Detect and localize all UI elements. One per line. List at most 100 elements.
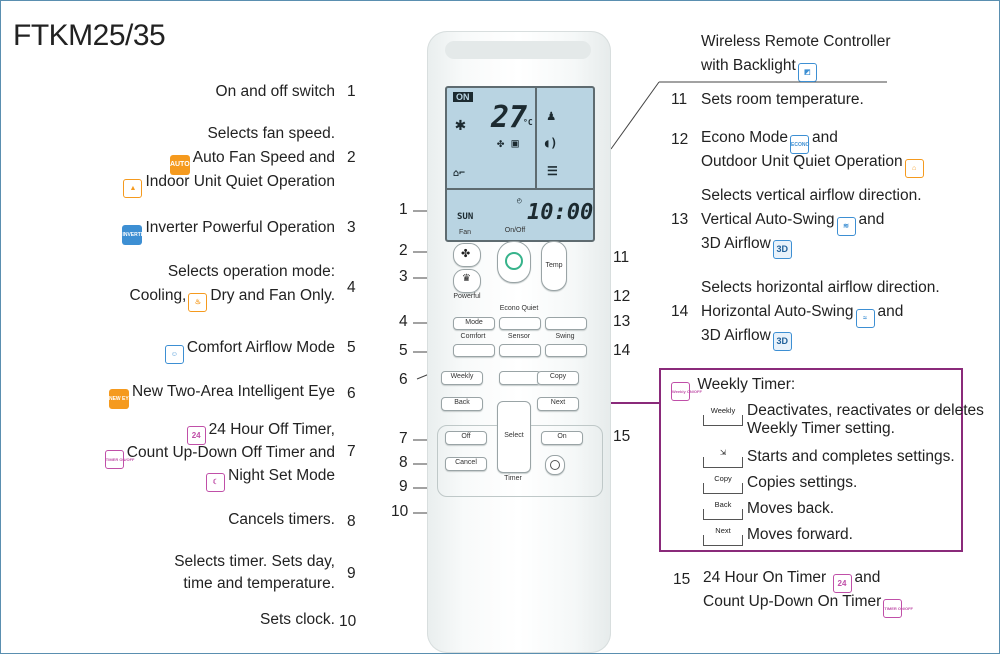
callout-2: 2 (399, 242, 408, 259)
cancel-button[interactable]: Cancel (445, 457, 487, 471)
vertical-swing-button[interactable] (545, 317, 587, 330)
weekly-timer-panel: Weekly ON/OFF Weekly Timer: Weekly Deact… (659, 368, 984, 552)
24h-on-icon: 24 (832, 574, 852, 593)
num-11: 11 (671, 91, 688, 108)
on-timer-button[interactable]: On (541, 431, 583, 445)
temp-rocker[interactable]: Temp (541, 241, 567, 291)
num-7: 7 (347, 443, 356, 460)
label-7c: ☾Night Set Mode (204, 465, 335, 492)
econo-icon: ECONO (790, 135, 809, 154)
fan-button[interactable]: ✤ (453, 243, 481, 267)
quiet-tree-icon: ▲ (123, 179, 143, 198)
label-10: Sets clock. (260, 611, 335, 628)
model-title: FTKM25/35 (13, 19, 166, 52)
num-13: 13 (671, 211, 689, 228)
clock-icon (550, 460, 560, 470)
next-button[interactable]: Next (537, 397, 579, 411)
label-11: Sets room temperature. (701, 91, 864, 108)
timer-on-icon: TIMER ON/OFF (883, 599, 913, 618)
program-button[interactable] (499, 371, 541, 385)
remote-controller: ON ✱ 27 °C ✤ ▣ ⌂⌐ ♟ ◖) ☰ SUN ◴ 10:00 Fan… (427, 31, 611, 653)
callout-6: 6 (399, 371, 408, 388)
weekly-row-3-text: Copies settings. (747, 474, 858, 491)
num-14: 14 (671, 303, 689, 320)
lcd-light-icon: ☰ (547, 164, 558, 178)
num-8: 8 (347, 513, 356, 530)
label-6: NEW EYENew Two-Area Intelligent Eye (107, 381, 335, 409)
lcd-cool-icon: ✱ (455, 114, 466, 135)
num-12: 12 (671, 131, 689, 148)
back-button[interactable]: Back (441, 397, 483, 411)
copy-button[interactable]: Copy (537, 371, 579, 385)
lcd-eye-icon: ♟ (547, 108, 556, 124)
remote-top-cap (445, 41, 591, 59)
temp-label: Temp (545, 262, 563, 269)
lcd-time: 10:00 (527, 200, 594, 225)
label-9a: Selects timer. Sets day, (174, 553, 335, 570)
powerful-button[interactable]: ♛ (453, 269, 481, 293)
callout-15: 15 (613, 428, 631, 445)
weekly-button[interactable]: Weekly (441, 371, 483, 385)
on-off-button[interactable] (497, 241, 531, 283)
weekly-row-5-text: Moves forward. (747, 526, 853, 543)
sensor-label: Sensor (507, 333, 531, 340)
label-4a: Selects operation mode: (167, 263, 335, 280)
comfort-button[interactable] (453, 344, 495, 357)
onoff-label: On/Off (504, 227, 526, 234)
new-eye-icon: NEW EYE (108, 389, 132, 409)
label-2a: Selects fan speed. (207, 125, 335, 142)
label-7b: TIMER ON/OFFCount Up-Down Off Timer and (103, 442, 335, 469)
num-2: 2 (347, 149, 356, 166)
weekly-timer-icon: Weekly ON/OFF (671, 382, 702, 401)
timer-label: Timer (504, 475, 522, 482)
mode-button[interactable]: Mode (453, 317, 495, 330)
callout-5: 5 (399, 342, 408, 359)
auto-fan-icon: AUTO (169, 155, 190, 175)
callout-10: 10 (391, 503, 409, 520)
horizontal-swing-button[interactable] (545, 344, 587, 357)
num-15: 15 (673, 571, 691, 588)
num-6: 6 (347, 385, 356, 402)
callout-9: 9 (399, 478, 408, 495)
econo-quiet-label: Econo Quiet (499, 305, 539, 312)
outdoor-quiet-icon: ⌂ (904, 159, 924, 178)
callout-8: 8 (399, 454, 408, 471)
off-timer-button[interactable]: Off (445, 431, 487, 445)
fan-label: Fan (458, 229, 472, 236)
select-button[interactable]: Select (497, 401, 531, 473)
dry-icon: ♨ (188, 293, 208, 312)
vertical-swing-icon: ≋ (836, 217, 856, 236)
label-12b: Outdoor Unit Quiet Operation⌂ (701, 151, 927, 178)
callout-14: 14 (613, 342, 631, 359)
comfort-label: Comfort (460, 333, 486, 340)
callout-12: 12 (613, 288, 631, 305)
sensor-button[interactable] (499, 344, 541, 357)
econo-quiet-button[interactable] (499, 317, 541, 330)
num-9: 9 (347, 565, 356, 582)
fan-icon: ✤ (461, 248, 471, 260)
wireless-line2: with Backlight◩ (701, 55, 820, 82)
lcd-sensor-icon: ◖) (543, 136, 558, 150)
comfort-airflow-icon: ☺ (164, 345, 184, 364)
weekly-row-3-btn: Copy (703, 474, 749, 498)
label-14a: Selects horizontal airflow direction. (701, 279, 940, 296)
clock-button[interactable] (545, 455, 565, 475)
lcd-clock-icon: ◴ (517, 196, 522, 205)
inverter-icon: INVERTER (122, 225, 148, 245)
callout-4: 4 (399, 313, 408, 330)
weekly-row-2-btn: ⇲ (703, 448, 749, 472)
power-icon (505, 252, 523, 270)
label-1: On and off switch (215, 83, 335, 100)
label-9b: time and temperature. (183, 575, 335, 592)
wireless-line1: Wireless Remote Controller (701, 33, 891, 50)
callout-13: 13 (613, 313, 631, 330)
lcd-display: ON ✱ 27 °C ✤ ▣ ⌂⌐ ♟ ◖) ☰ SUN ◴ 10:00 (445, 86, 595, 242)
